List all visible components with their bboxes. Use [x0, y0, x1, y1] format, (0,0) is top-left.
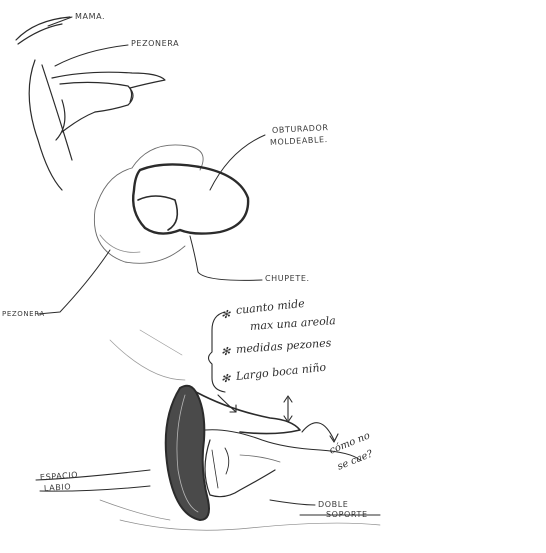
note-asterisk-3: ✻: [221, 372, 230, 385]
label-labio: LABIO: [44, 482, 72, 493]
label-pezonera: PEZONERA: [131, 39, 179, 48]
label-chupete: CHUPETE.: [265, 274, 310, 283]
label-soporte: SOPORTE: [326, 510, 368, 519]
note-asterisk-1: ✻: [221, 308, 230, 321]
label-pezonera-left: PEZONERA: [2, 310, 45, 318]
label-mama: MAMA.: [75, 12, 105, 21]
middle-pacifier-drawing: [94, 145, 248, 272]
leader-lines: [36, 17, 380, 515]
label-doble: DOBLE: [318, 500, 348, 509]
note-asterisk-2: ✻: [221, 345, 230, 358]
